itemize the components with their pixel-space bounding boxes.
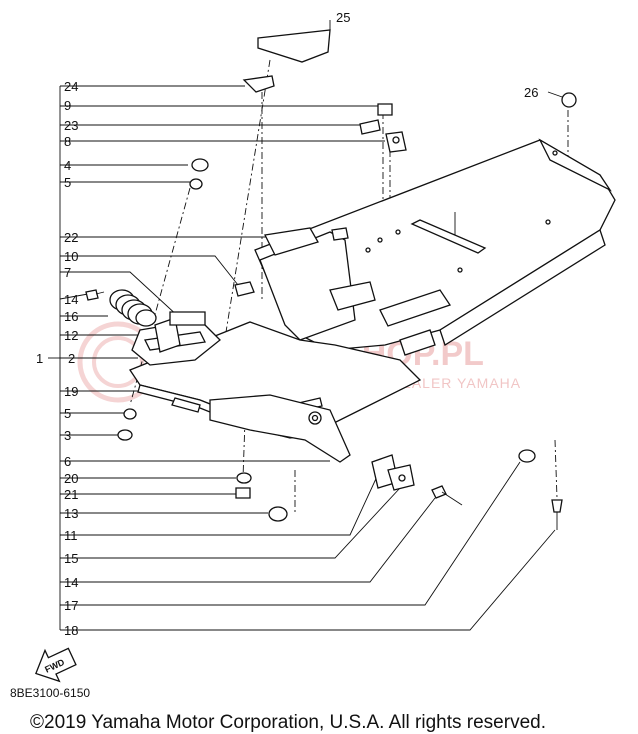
- callout-11: 11: [64, 528, 78, 543]
- callout-6: 6: [64, 454, 71, 469]
- callout-14-left: 14: [64, 292, 78, 307]
- callout-12: 12: [64, 328, 78, 343]
- fwd-arrow-icon: FWD: [35, 647, 77, 683]
- spring-coil: [109, 289, 157, 327]
- callout-1: 1: [36, 351, 43, 366]
- callout-21: 21: [64, 487, 78, 502]
- callout-20: 20: [64, 471, 78, 486]
- callout-23: 23: [64, 118, 78, 133]
- copyright-text: ©2019 Yamaha Motor Corporation, U.S.A. A…: [30, 712, 546, 733]
- callout-8: 8: [64, 134, 71, 149]
- leader-lines: [59, 20, 566, 631]
- callout-9: 9: [64, 98, 71, 113]
- callout-15: 15: [64, 551, 78, 566]
- callout-2: 2: [68, 351, 75, 366]
- callout-25: 25: [336, 10, 350, 25]
- callout-24: 24: [64, 79, 78, 94]
- callout-7: 7: [64, 265, 71, 280]
- callout-16: 16: [64, 309, 78, 324]
- diagram-code: 8BE3100-6150: [10, 686, 91, 700]
- callout-5-lower: 5: [64, 406, 71, 421]
- callout-26: 26: [524, 85, 538, 100]
- callout-13: 13: [64, 506, 78, 521]
- callout-bracket: [48, 86, 61, 630]
- callout-17: 17: [64, 598, 78, 613]
- callout-3: 3: [64, 428, 71, 443]
- callout-4: 4: [64, 158, 71, 173]
- callout-18: 18: [64, 623, 78, 638]
- callout-10: 10: [64, 249, 78, 264]
- callout-5-upper: 5: [64, 175, 71, 190]
- rear-fender-assembly: [85, 29, 616, 530]
- callout-14-right: 14: [64, 575, 78, 590]
- callout-22: 22: [64, 230, 78, 245]
- callout-19: 19: [64, 384, 78, 399]
- callout-labels: 25 24 9 23 8 4 5 22 10 7 14 16 12 1 2 19…: [36, 10, 538, 638]
